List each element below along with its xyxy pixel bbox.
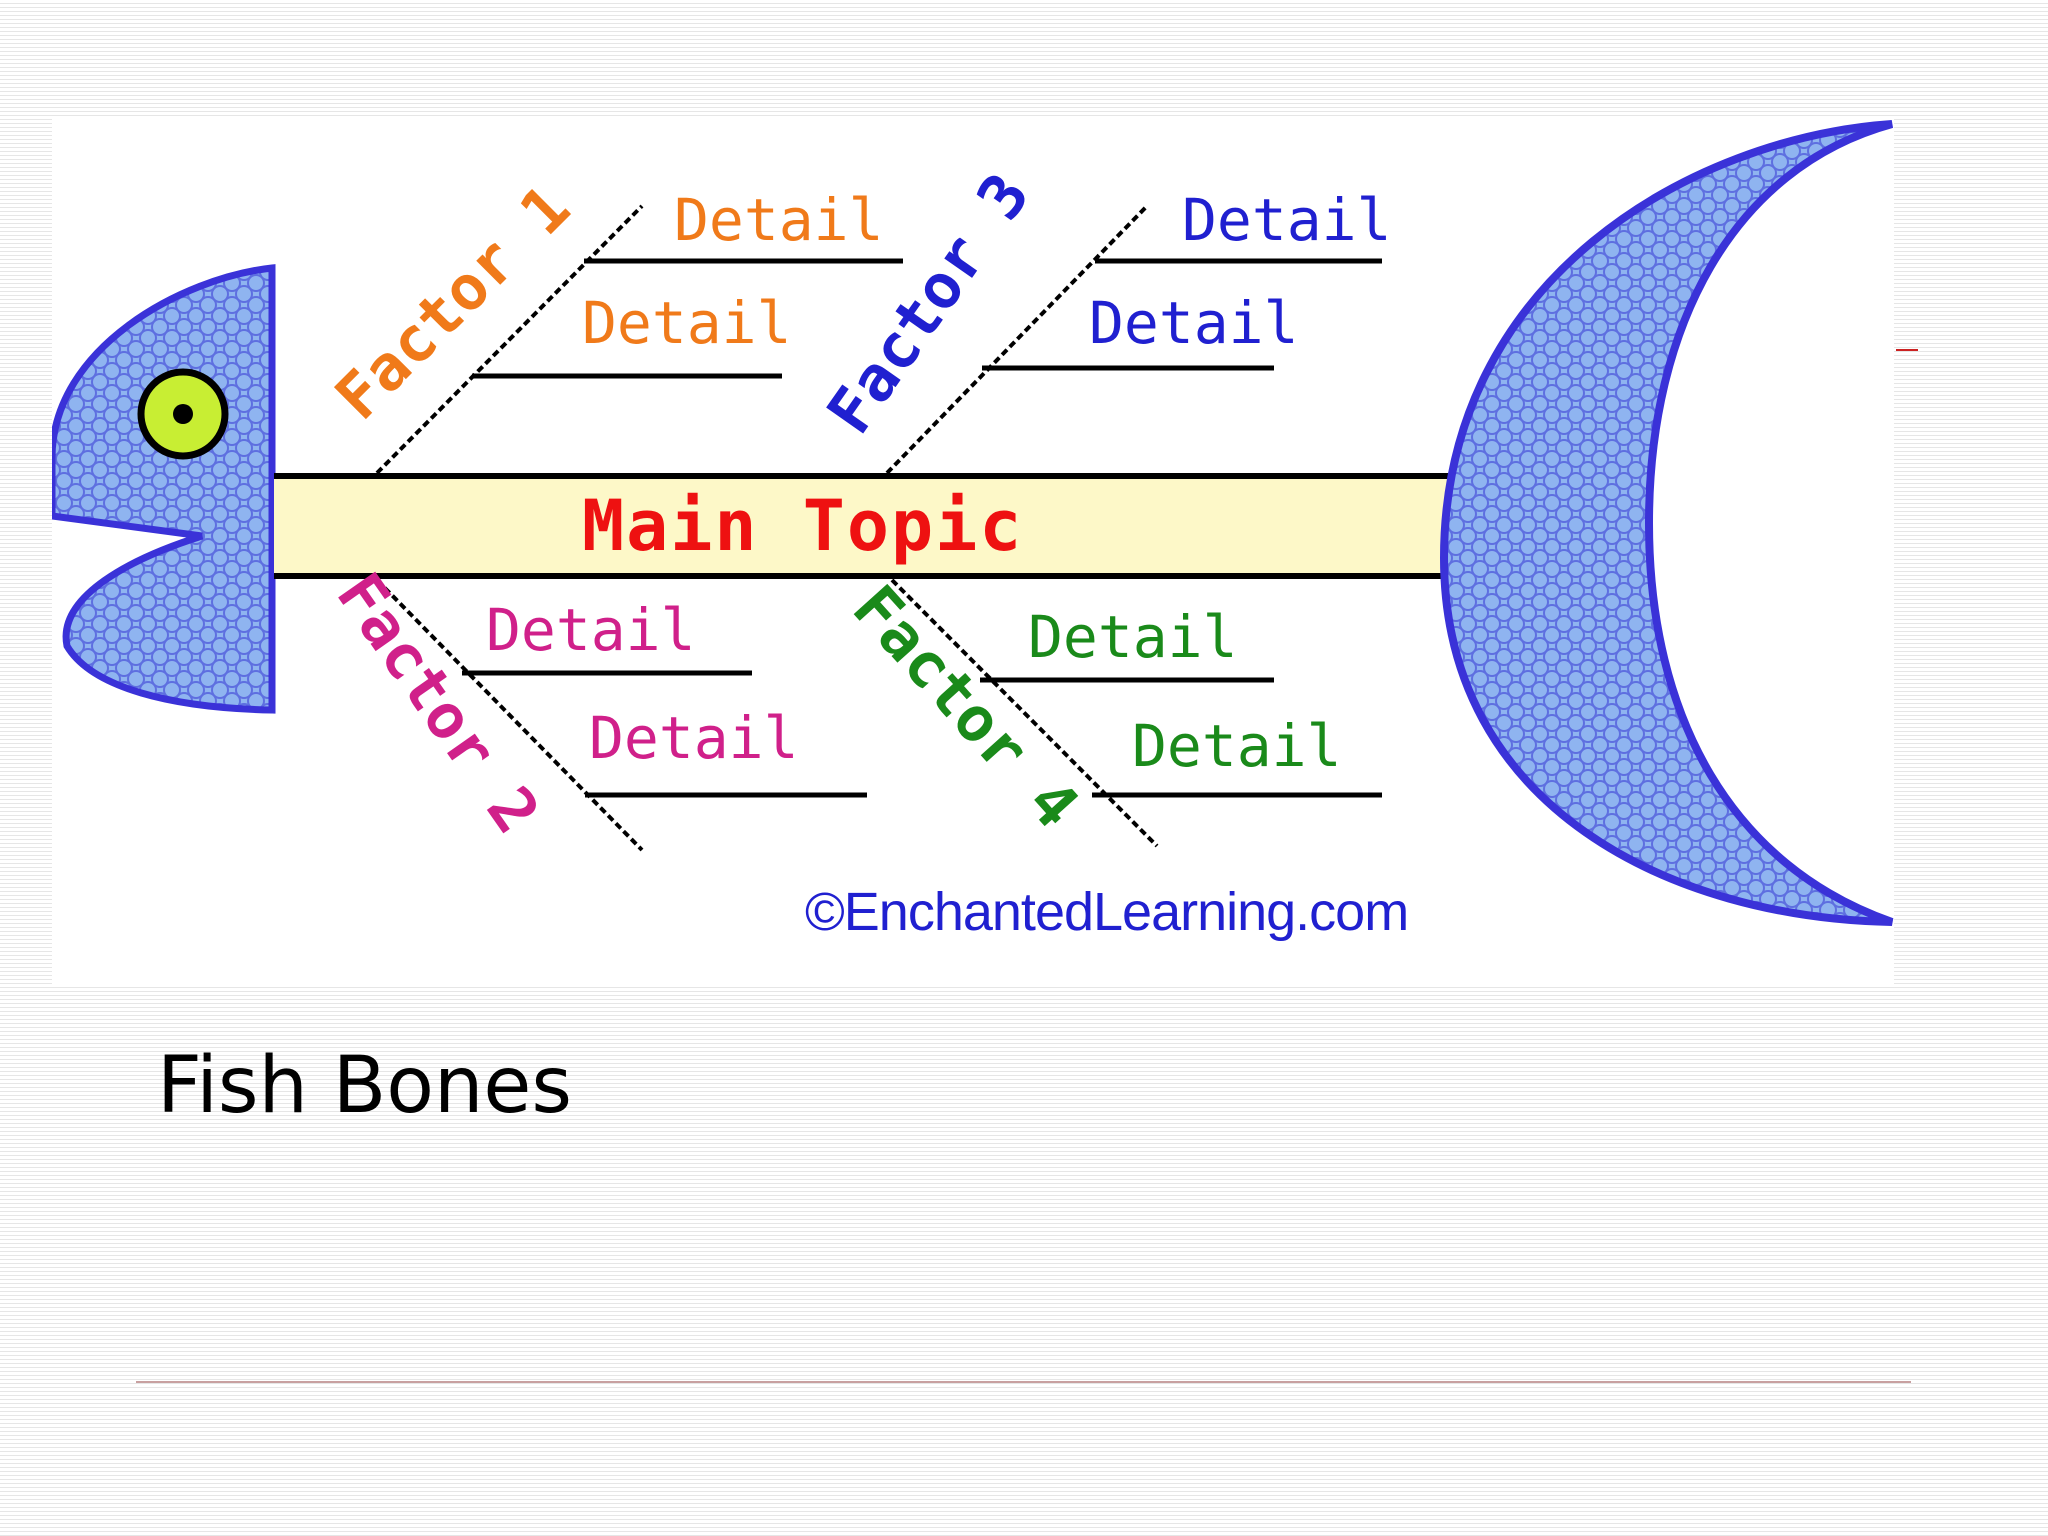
- factor-3-detail-2: Detail: [1089, 289, 1299, 357]
- factor-1-detail-1: Detail: [674, 186, 884, 254]
- edge-mark: [1896, 349, 1918, 351]
- factor-1-detail-2: Detail: [582, 289, 792, 357]
- factor-3-detail-1: Detail: [1182, 186, 1392, 254]
- factor-4-detail-1: Detail: [1028, 603, 1238, 671]
- fish-pupil: [173, 404, 193, 424]
- factor-2-detail-2: Detail: [589, 704, 799, 772]
- copyright-text: ©EnchantedLearning.com: [805, 882, 1408, 942]
- fishbone-diagram-image: Main Topic Factor 1 Detail Detail Factor…: [52, 118, 1894, 986]
- factor-2-bone: [375, 578, 644, 852]
- factor-1-label: Factor 1: [321, 171, 584, 434]
- factor-1-bone: [375, 204, 644, 475]
- slide-caption: Fish Bones: [157, 1041, 573, 1131]
- fish-spine: [274, 476, 1488, 576]
- fish-tail: [1439, 120, 1894, 926]
- footer-rule: [136, 1381, 1911, 1383]
- fish-head: [52, 264, 276, 714]
- factor-3-bone: [885, 204, 1149, 475]
- factor-4-detail-2: Detail: [1132, 712, 1342, 780]
- fishbone-diagram: Main Topic Factor 1 Detail Detail Factor…: [52, 120, 1894, 942]
- main-topic-label: Main Topic: [582, 485, 1023, 567]
- factor-4-bone: [890, 578, 1159, 848]
- factor-2-detail-1: Detail: [486, 596, 696, 664]
